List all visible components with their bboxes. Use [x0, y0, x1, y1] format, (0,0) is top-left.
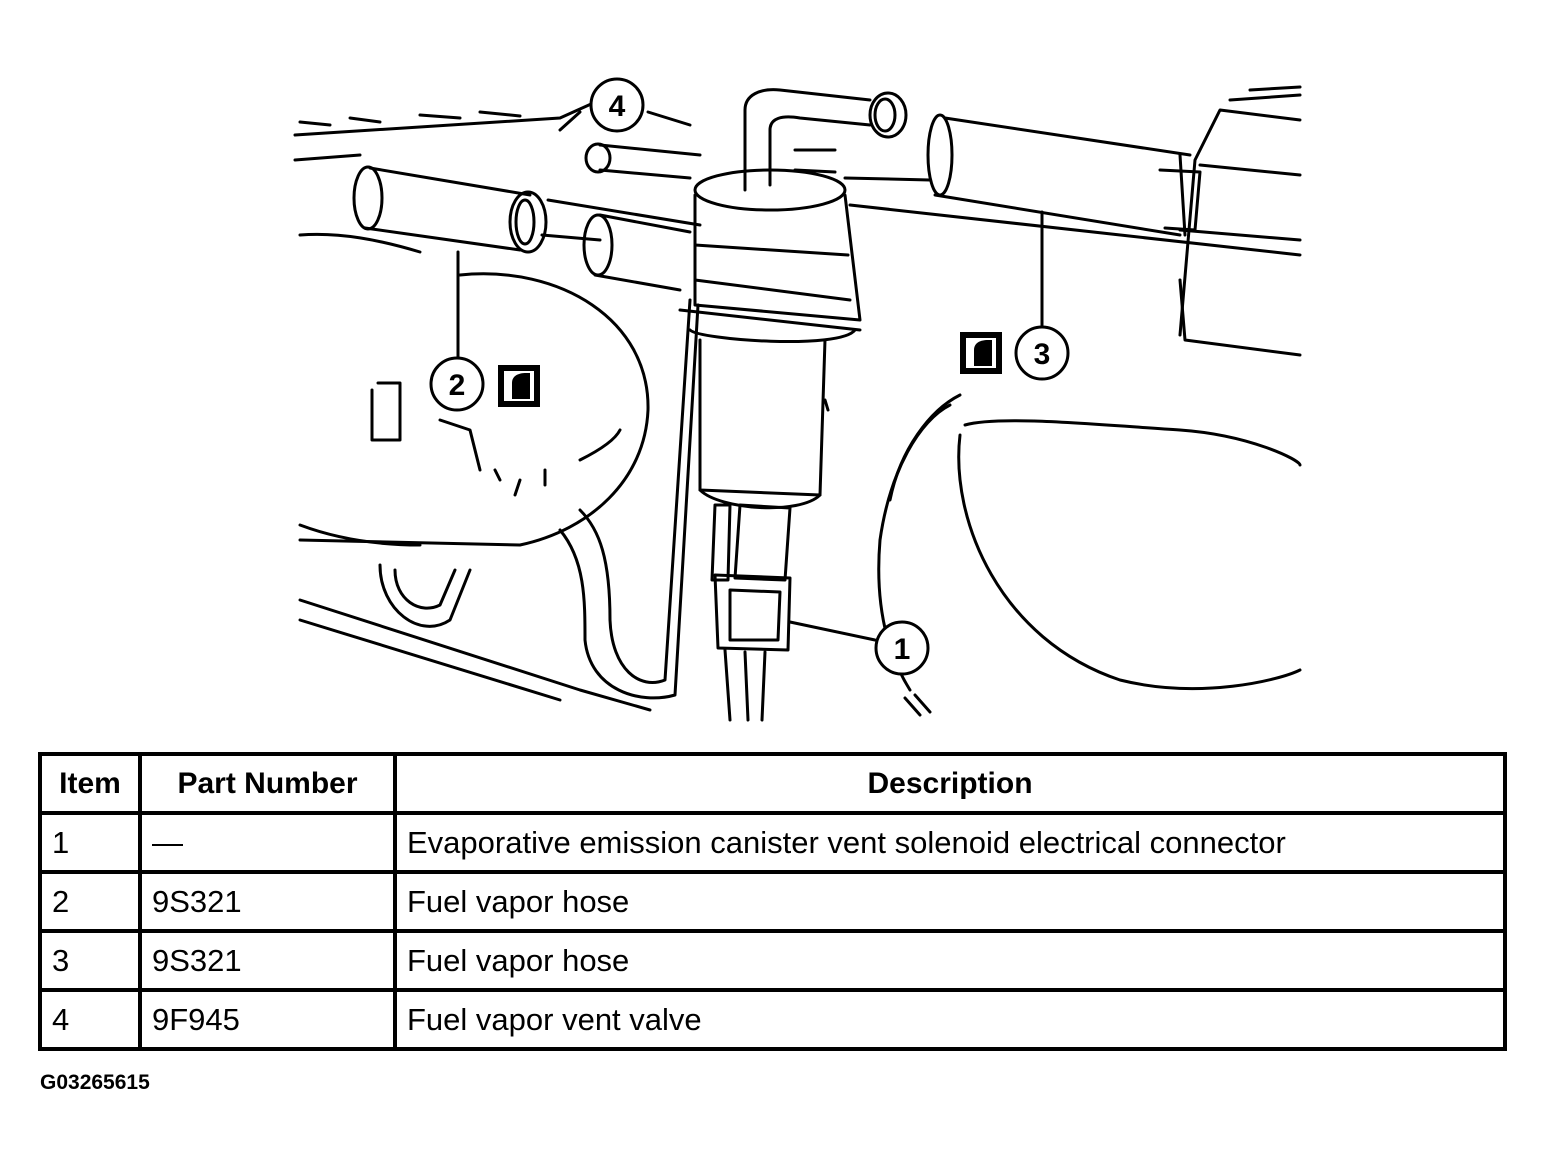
column-header-part-number: Part Number: [138, 752, 397, 815]
table-row: 2 9S321 Fuel vapor hose: [38, 870, 1507, 933]
reference-symbol-icon: [498, 365, 540, 407]
reference-symbol-icon: [960, 332, 1002, 374]
table-row: 1 — Evaporative emission canister vent s…: [38, 811, 1507, 874]
cell-part-number: 9S321: [138, 929, 397, 992]
component-illustration: 1 2 3 4: [293, 77, 1302, 722]
callout-2: 2: [429, 356, 485, 412]
cell-item: 1: [38, 811, 142, 874]
cell-part-number: 9S321: [138, 870, 397, 933]
table-row: 4 9F945 Fuel vapor vent valve: [38, 988, 1507, 1051]
table-header-row: Item Part Number Description: [38, 752, 1507, 815]
column-header-description: Description: [393, 752, 1507, 815]
cell-description: Fuel vapor vent valve: [393, 988, 1507, 1051]
svg-text:2: 2: [449, 369, 466, 402]
cell-description: Fuel vapor hose: [393, 870, 1507, 933]
cell-part-number: —: [138, 811, 397, 874]
svg-text:4: 4: [609, 90, 626, 123]
cell-item: 2: [38, 870, 142, 933]
callout-4: 4: [589, 77, 645, 133]
parts-table: Item Part Number Description 1 — Evapora…: [38, 752, 1507, 1051]
cell-item: 3: [38, 929, 142, 992]
cell-description: Fuel vapor hose: [393, 929, 1507, 992]
cell-part-number: 9F945: [138, 988, 397, 1051]
svg-text:3: 3: [1034, 338, 1051, 371]
callout-1: 1: [874, 620, 930, 676]
callout-3: 3: [1014, 325, 1070, 381]
svg-text:1: 1: [894, 633, 911, 666]
cell-description: Evaporative emission canister vent solen…: [393, 811, 1507, 874]
table-row: 3 9S321 Fuel vapor hose: [38, 929, 1507, 992]
cell-item: 4: [38, 988, 142, 1051]
figure-id: G03265615: [40, 1071, 150, 1094]
column-header-item: Item: [38, 752, 142, 815]
